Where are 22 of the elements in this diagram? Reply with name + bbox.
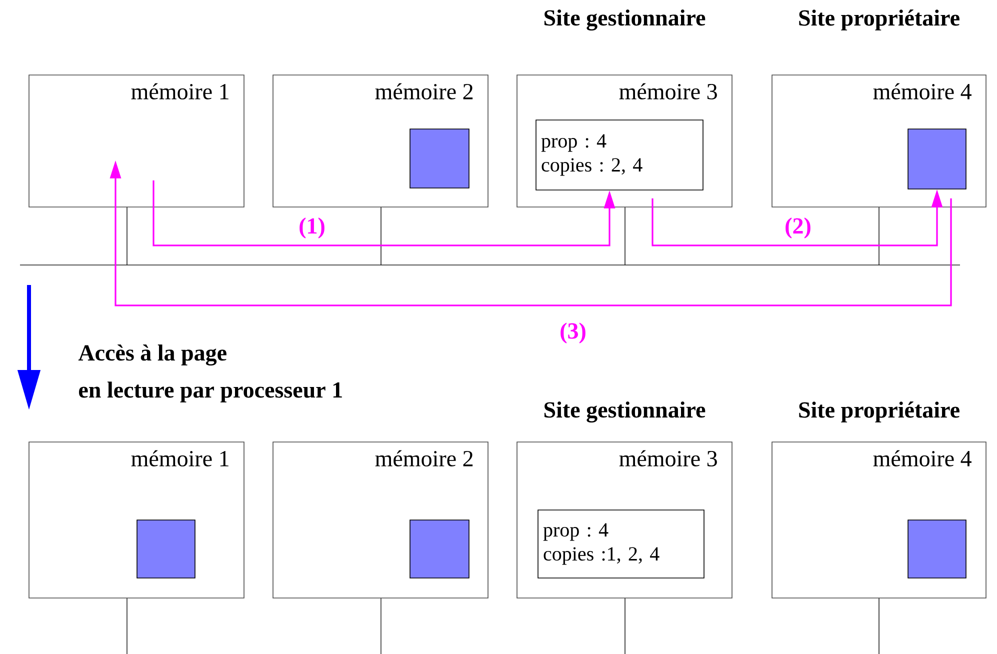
edge-label: (2) [784, 216, 812, 240]
page-square [410, 128, 470, 188]
edge-label: (1) [298, 216, 326, 240]
caption-text: Accès à la page [78, 344, 226, 366]
memory-box: mémoire 2 [272, 74, 488, 208]
site-heading: Site gestionnaire [544, 9, 706, 31]
page-square [136, 520, 196, 578]
page-square [908, 520, 966, 578]
site-heading: Site propriétaire [799, 10, 960, 30]
memory-box: mémoire 4 [772, 442, 986, 598]
memory-box: mémoire 2 [272, 442, 488, 598]
site-heading: Site propriétaire [799, 402, 960, 422]
site-heading: Site gestionnaire [544, 401, 706, 423]
directory-box: prop : 4 copies : 2, 4 [536, 120, 704, 190]
memory-box: mémoire 1 [28, 74, 244, 208]
directory-box: prop : 4 copies :1, 2, 4 [538, 510, 704, 578]
page-square [410, 520, 470, 578]
caption-text: en lecture par processeur 1 [78, 382, 342, 402]
memory-box: mémoire 1 [28, 442, 244, 598]
memory-box: mémoire 4 [772, 74, 986, 208]
edge-label: (3) [558, 322, 588, 344]
page-square [908, 128, 966, 190]
